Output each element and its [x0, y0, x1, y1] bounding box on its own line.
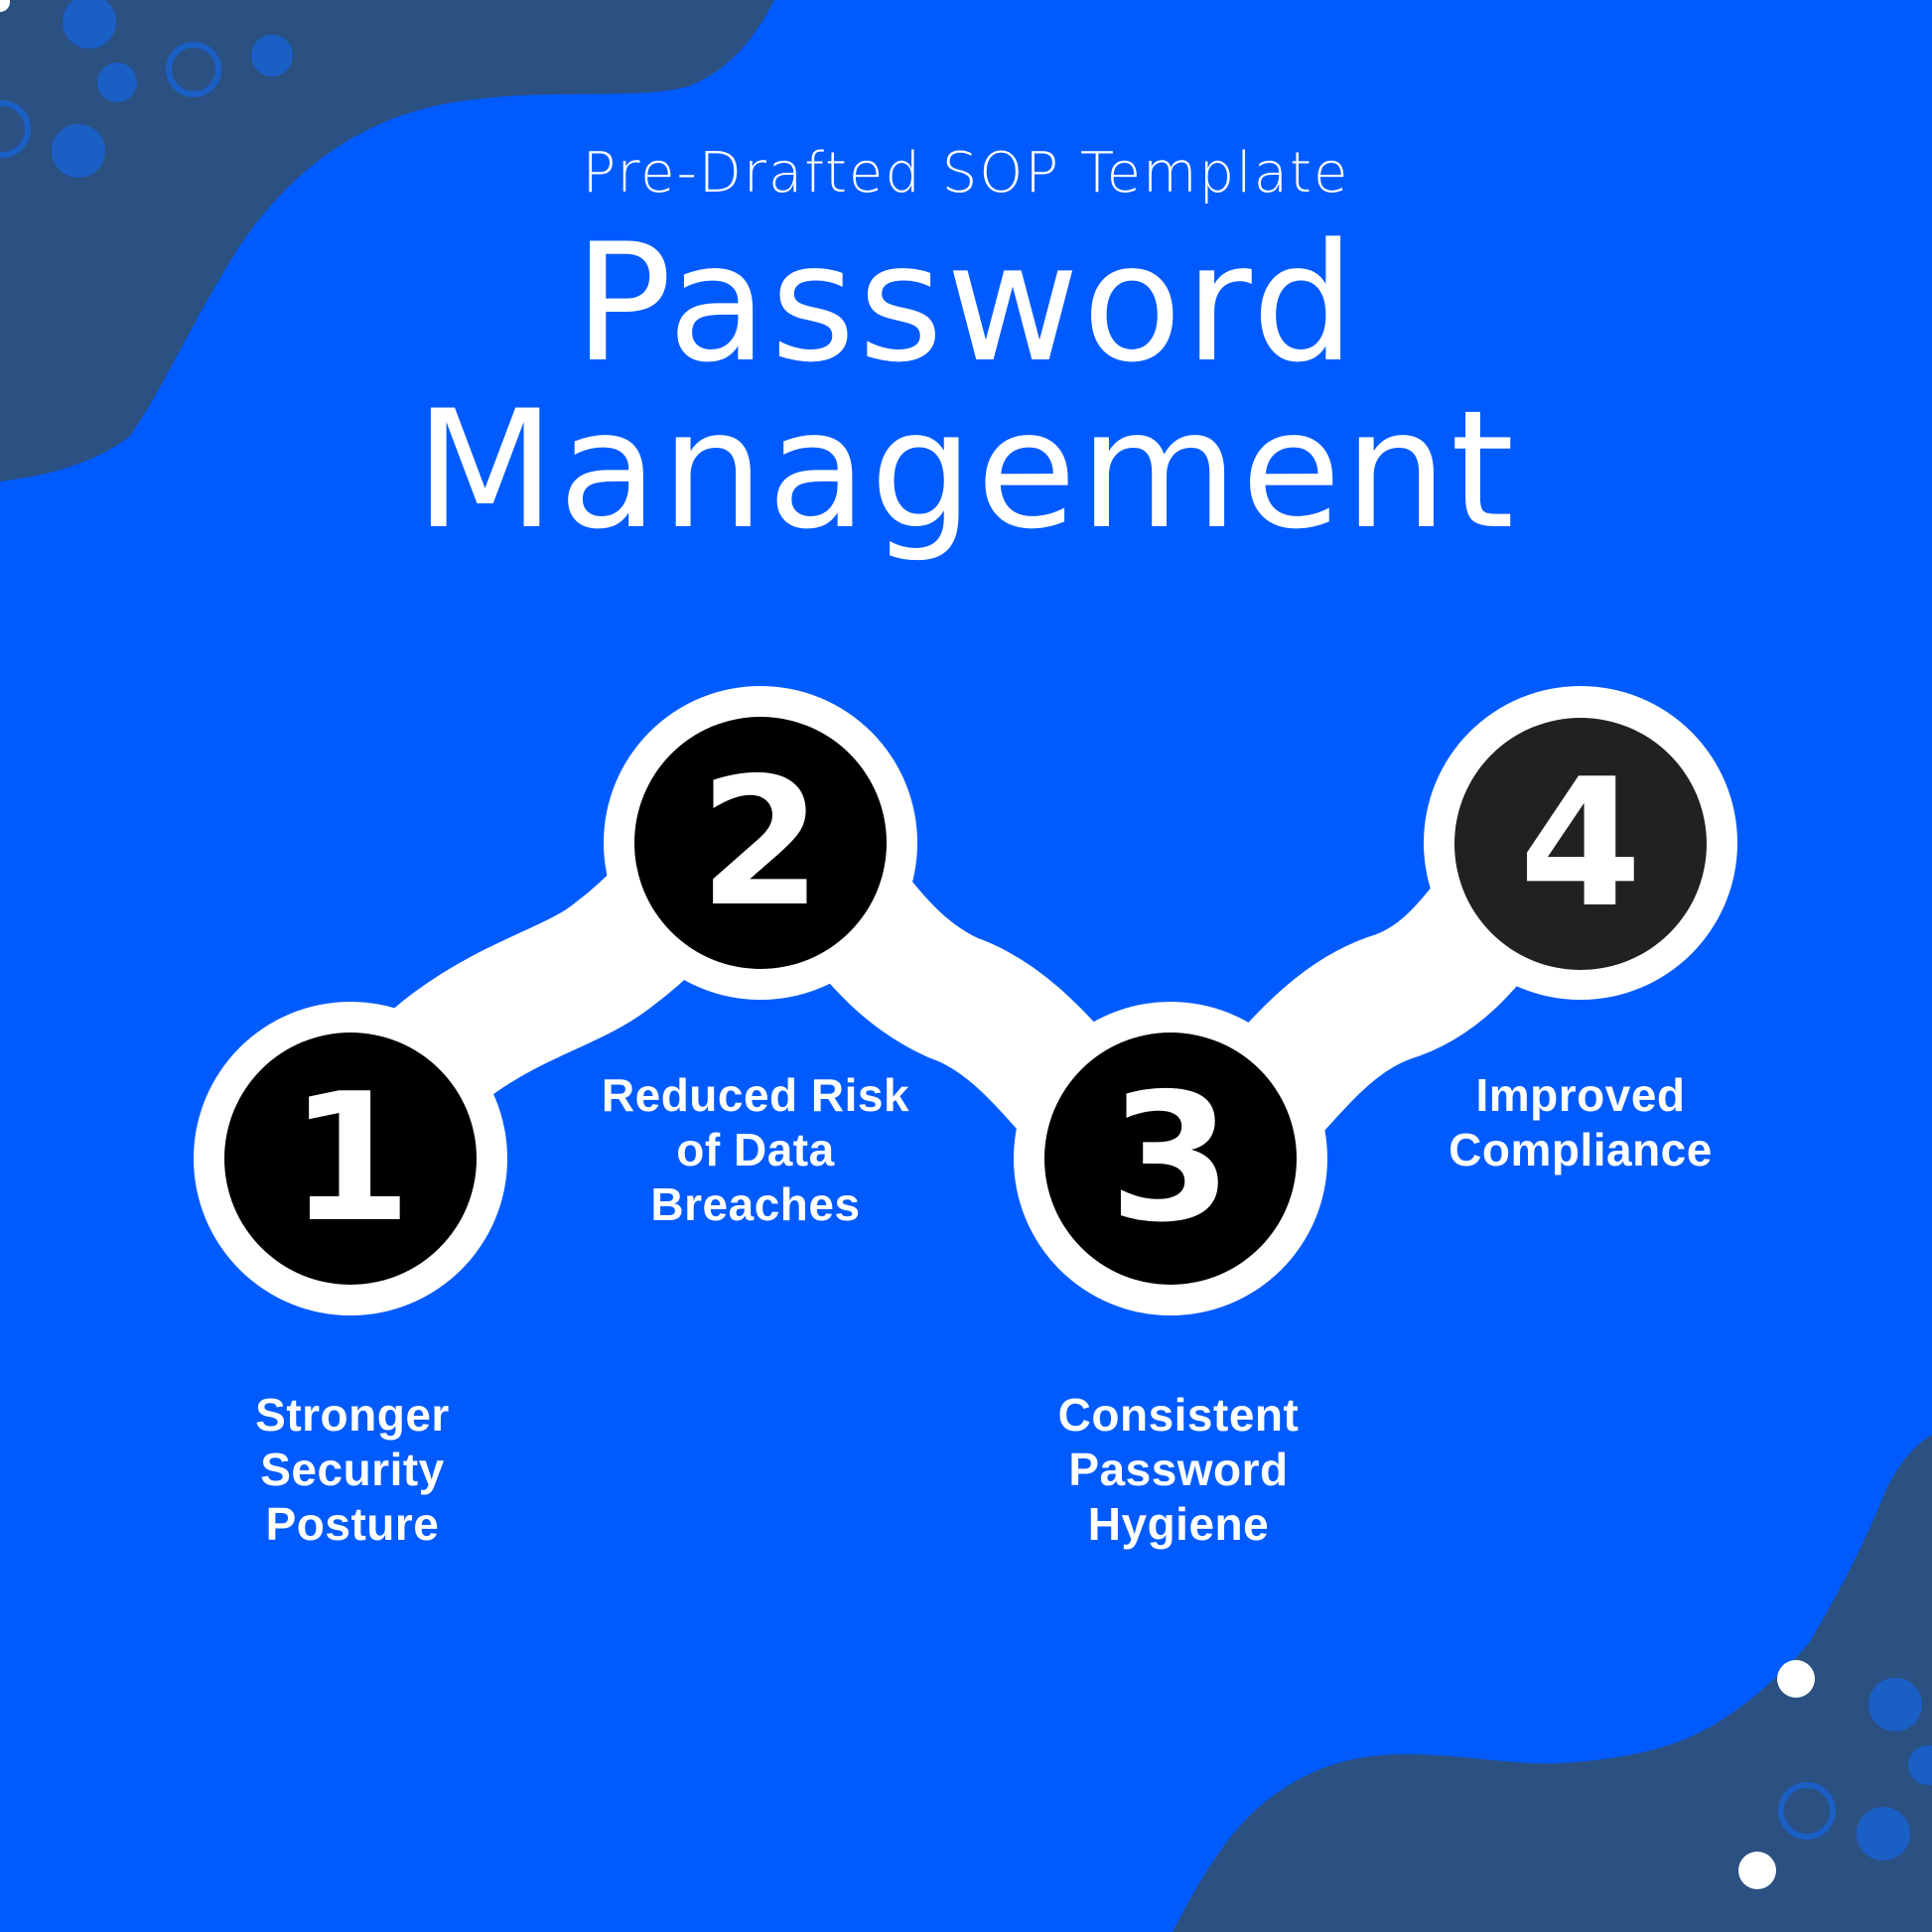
- template-subtitle: Pre-Drafted SOP Template: [582, 141, 1350, 206]
- step-3-label-line: Hygiene: [1087, 1498, 1270, 1550]
- step-2-label-line: of Data: [676, 1124, 835, 1175]
- decor-dot: [52, 124, 105, 178]
- page-title: Password Management: [0, 220, 1932, 554]
- top-left-wave-shape: [0, 0, 774, 482]
- step-2-number: 2: [699, 740, 822, 945]
- decor-ring: [166, 42, 221, 97]
- step-3-number-badge: 3: [1044, 1033, 1297, 1285]
- step-1-label: Stronger Security Posture: [154, 1388, 551, 1552]
- decor-ring: [1778, 1782, 1836, 1840]
- step-3-label-line: Password: [1068, 1444, 1289, 1495]
- decor-dot: [97, 63, 137, 102]
- step-1-number: 1: [289, 1055, 412, 1261]
- title-line-2: Management: [414, 375, 1518, 565]
- step-1-number-badge: 1: [224, 1033, 477, 1285]
- decor-dot: [251, 35, 293, 76]
- decor-dot: [63, 0, 116, 49]
- step-4-label: Improved Compliance: [1382, 1068, 1779, 1177]
- step-2-label-line: Reduced Risk: [601, 1069, 910, 1121]
- decor-dot-white: [1777, 1660, 1815, 1698]
- step-4-label-line: Improved: [1475, 1069, 1686, 1121]
- step-1-label-line: Stronger: [255, 1389, 450, 1441]
- step-4-label-line: Compliance: [1449, 1124, 1713, 1175]
- decor-dot-white: [0, 0, 10, 12]
- step-3-number: 3: [1109, 1055, 1232, 1261]
- decor-dot-white: [1738, 1852, 1776, 1889]
- decor-dot: [1908, 1745, 1932, 1785]
- step-1-label-line: Security: [260, 1444, 445, 1495]
- step-2-label: Reduced Risk of Data Breaches: [557, 1068, 954, 1232]
- title-line-1: Password: [573, 208, 1359, 398]
- step-3-label: Consistent Password Hygiene: [980, 1388, 1377, 1552]
- step-2-number-badge: 2: [634, 717, 887, 969]
- step-3-label-line: Consistent: [1057, 1389, 1300, 1441]
- step-2-label-line: Breaches: [650, 1178, 861, 1230]
- decor-ring: [0, 100, 31, 158]
- step-1-label-line: Posture: [265, 1498, 440, 1550]
- bottom-right-wave-shape: [1173, 1435, 1932, 1932]
- decor-dot: [1857, 1807, 1910, 1861]
- step-4-number-badge: 4: [1454, 718, 1707, 970]
- decor-dot: [1868, 1678, 1922, 1731]
- step-4-number: 4: [1519, 741, 1642, 946]
